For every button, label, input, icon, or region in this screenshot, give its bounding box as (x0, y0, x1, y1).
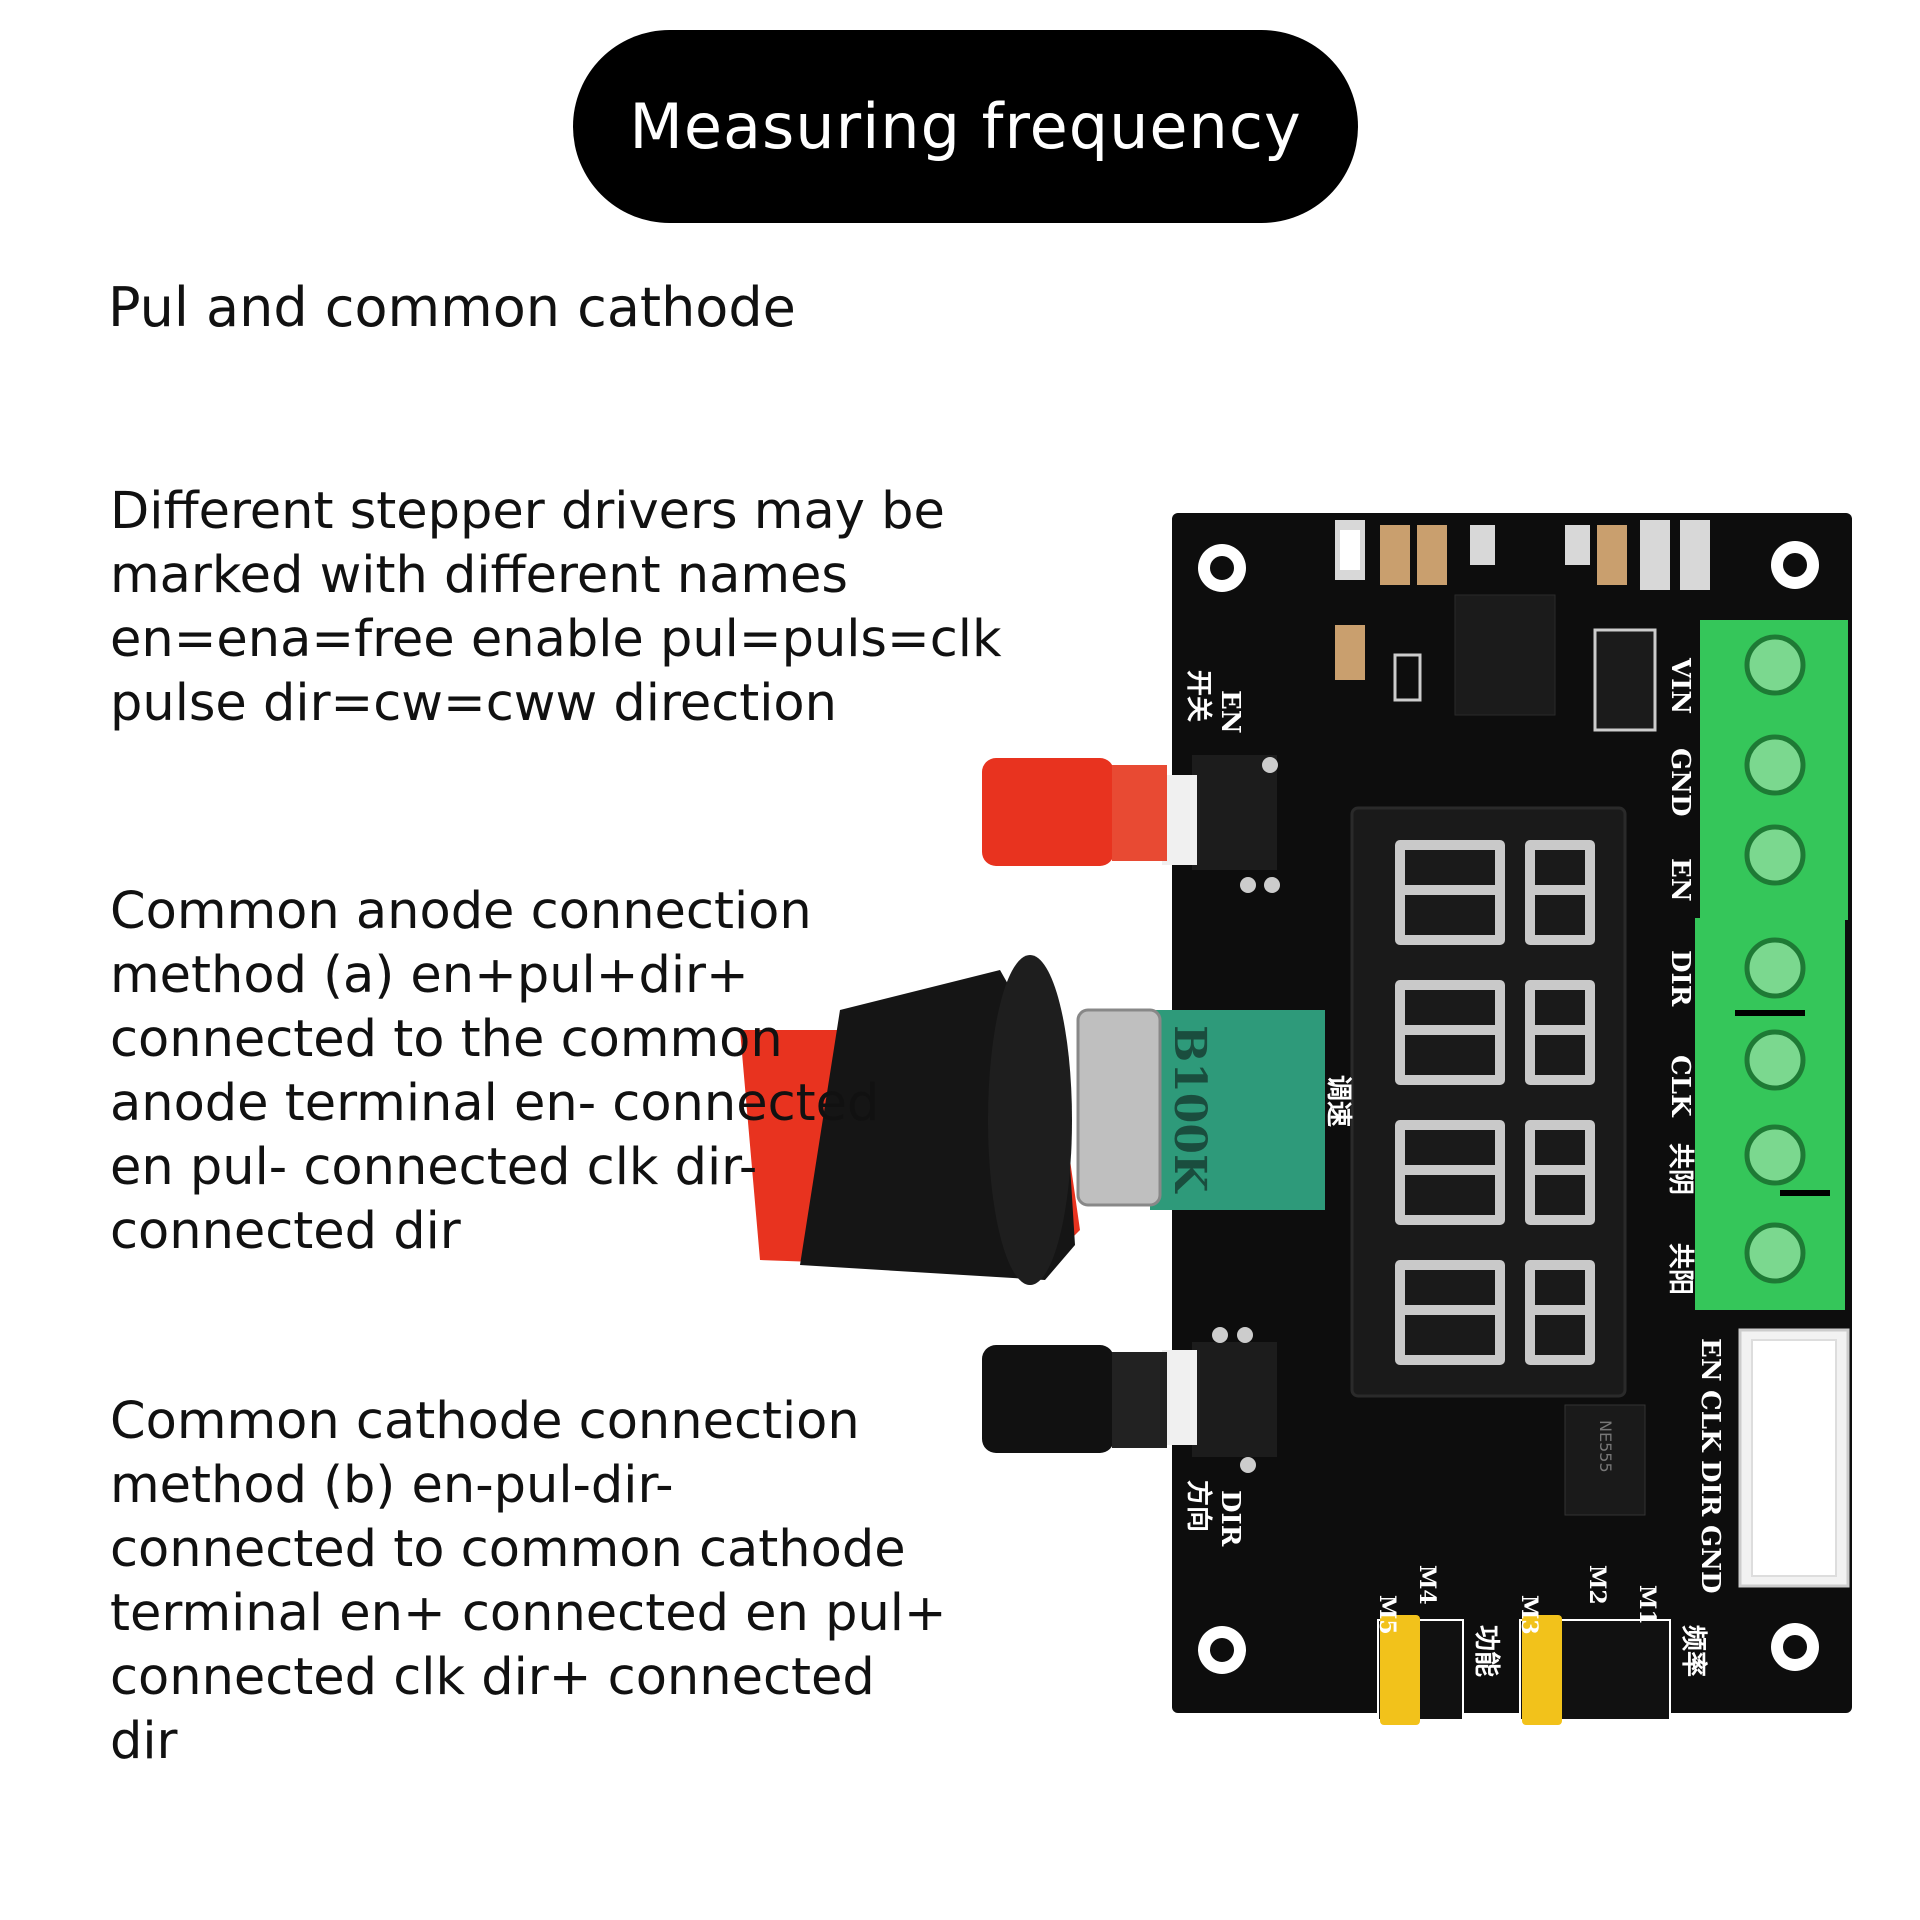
pot-label-cn: 调速 (1323, 1075, 1353, 1127)
chip-label: NE555 (1596, 1420, 1615, 1473)
header-label-gnd: GND (1695, 1525, 1725, 1594)
jumper-block-function (1377, 1615, 1464, 1725)
stepper-controller-board-image: VIN GND EN DIR CLK 共阴 共阳 (740, 513, 1852, 1725)
en-switch (982, 755, 1280, 893)
header-label-dir: DIR (1695, 1460, 1725, 1517)
en-switch-label-cn: 开关 (1183, 670, 1213, 722)
jumper-label-m5: M5 (1374, 1595, 1400, 1635)
subtitle: Pul and common cathode (108, 276, 796, 339)
terminal-label-gnd: GND (1665, 748, 1695, 817)
jumper-label-m4: M4 (1414, 1565, 1440, 1605)
common-cathode-note: Common cathode connection method (b) en-… (110, 1392, 947, 1771)
driver-naming-note: Different stepper drivers may be marked … (110, 482, 1002, 733)
smd-components-top (1335, 520, 1710, 732)
seven-segment-display (1350, 806, 1627, 1398)
header-label-en: EN (1695, 1338, 1725, 1382)
jumper-label-m2: M2 (1584, 1565, 1610, 1605)
potentiometer (1076, 1008, 1325, 1210)
terminal-label-common-anode: 共阳 (1665, 1243, 1695, 1295)
freq-label-cn: 频率 (1678, 1625, 1709, 1677)
mounting-holes (1198, 541, 1819, 1674)
dir-switch (982, 1327, 1277, 1473)
func-label-cn: 功能 (1471, 1625, 1502, 1677)
title-banner: Measuring frequency (573, 30, 1358, 223)
terminal-block-signal (1695, 918, 1845, 1310)
terminal-label-clk: CLK (1665, 1055, 1695, 1118)
dir-switch-label-cn: 方向 (1183, 1480, 1214, 1532)
dir-switch-label: DIR (1215, 1490, 1245, 1547)
terminal-label-common-cathode: 共阴 (1665, 1143, 1695, 1195)
jumper-label-m3: M3 (1516, 1595, 1542, 1635)
common-anode-note: Common anode connection method (a) en+pu… (110, 882, 880, 1261)
jumper-label-m1: M1 (1634, 1585, 1660, 1625)
header-label-clk: CLK (1695, 1390, 1725, 1453)
terminal-label-vin: VIN (1665, 657, 1695, 714)
title-text: Measuring frequency (629, 90, 1302, 163)
pot-model-label: B100K (1164, 1025, 1215, 1194)
white-connector (1738, 1328, 1850, 1588)
terminal-block-power (1700, 620, 1848, 920)
ne555-chip: NE555 (1564, 1404, 1646, 1516)
en-switch-label: EN (1215, 690, 1245, 734)
potentiometer-knob (740, 955, 1080, 1285)
terminal-label-dir: DIR (1665, 950, 1695, 1007)
jumper-block-frequency (1519, 1615, 1671, 1725)
terminal-label-en: EN (1665, 858, 1695, 902)
